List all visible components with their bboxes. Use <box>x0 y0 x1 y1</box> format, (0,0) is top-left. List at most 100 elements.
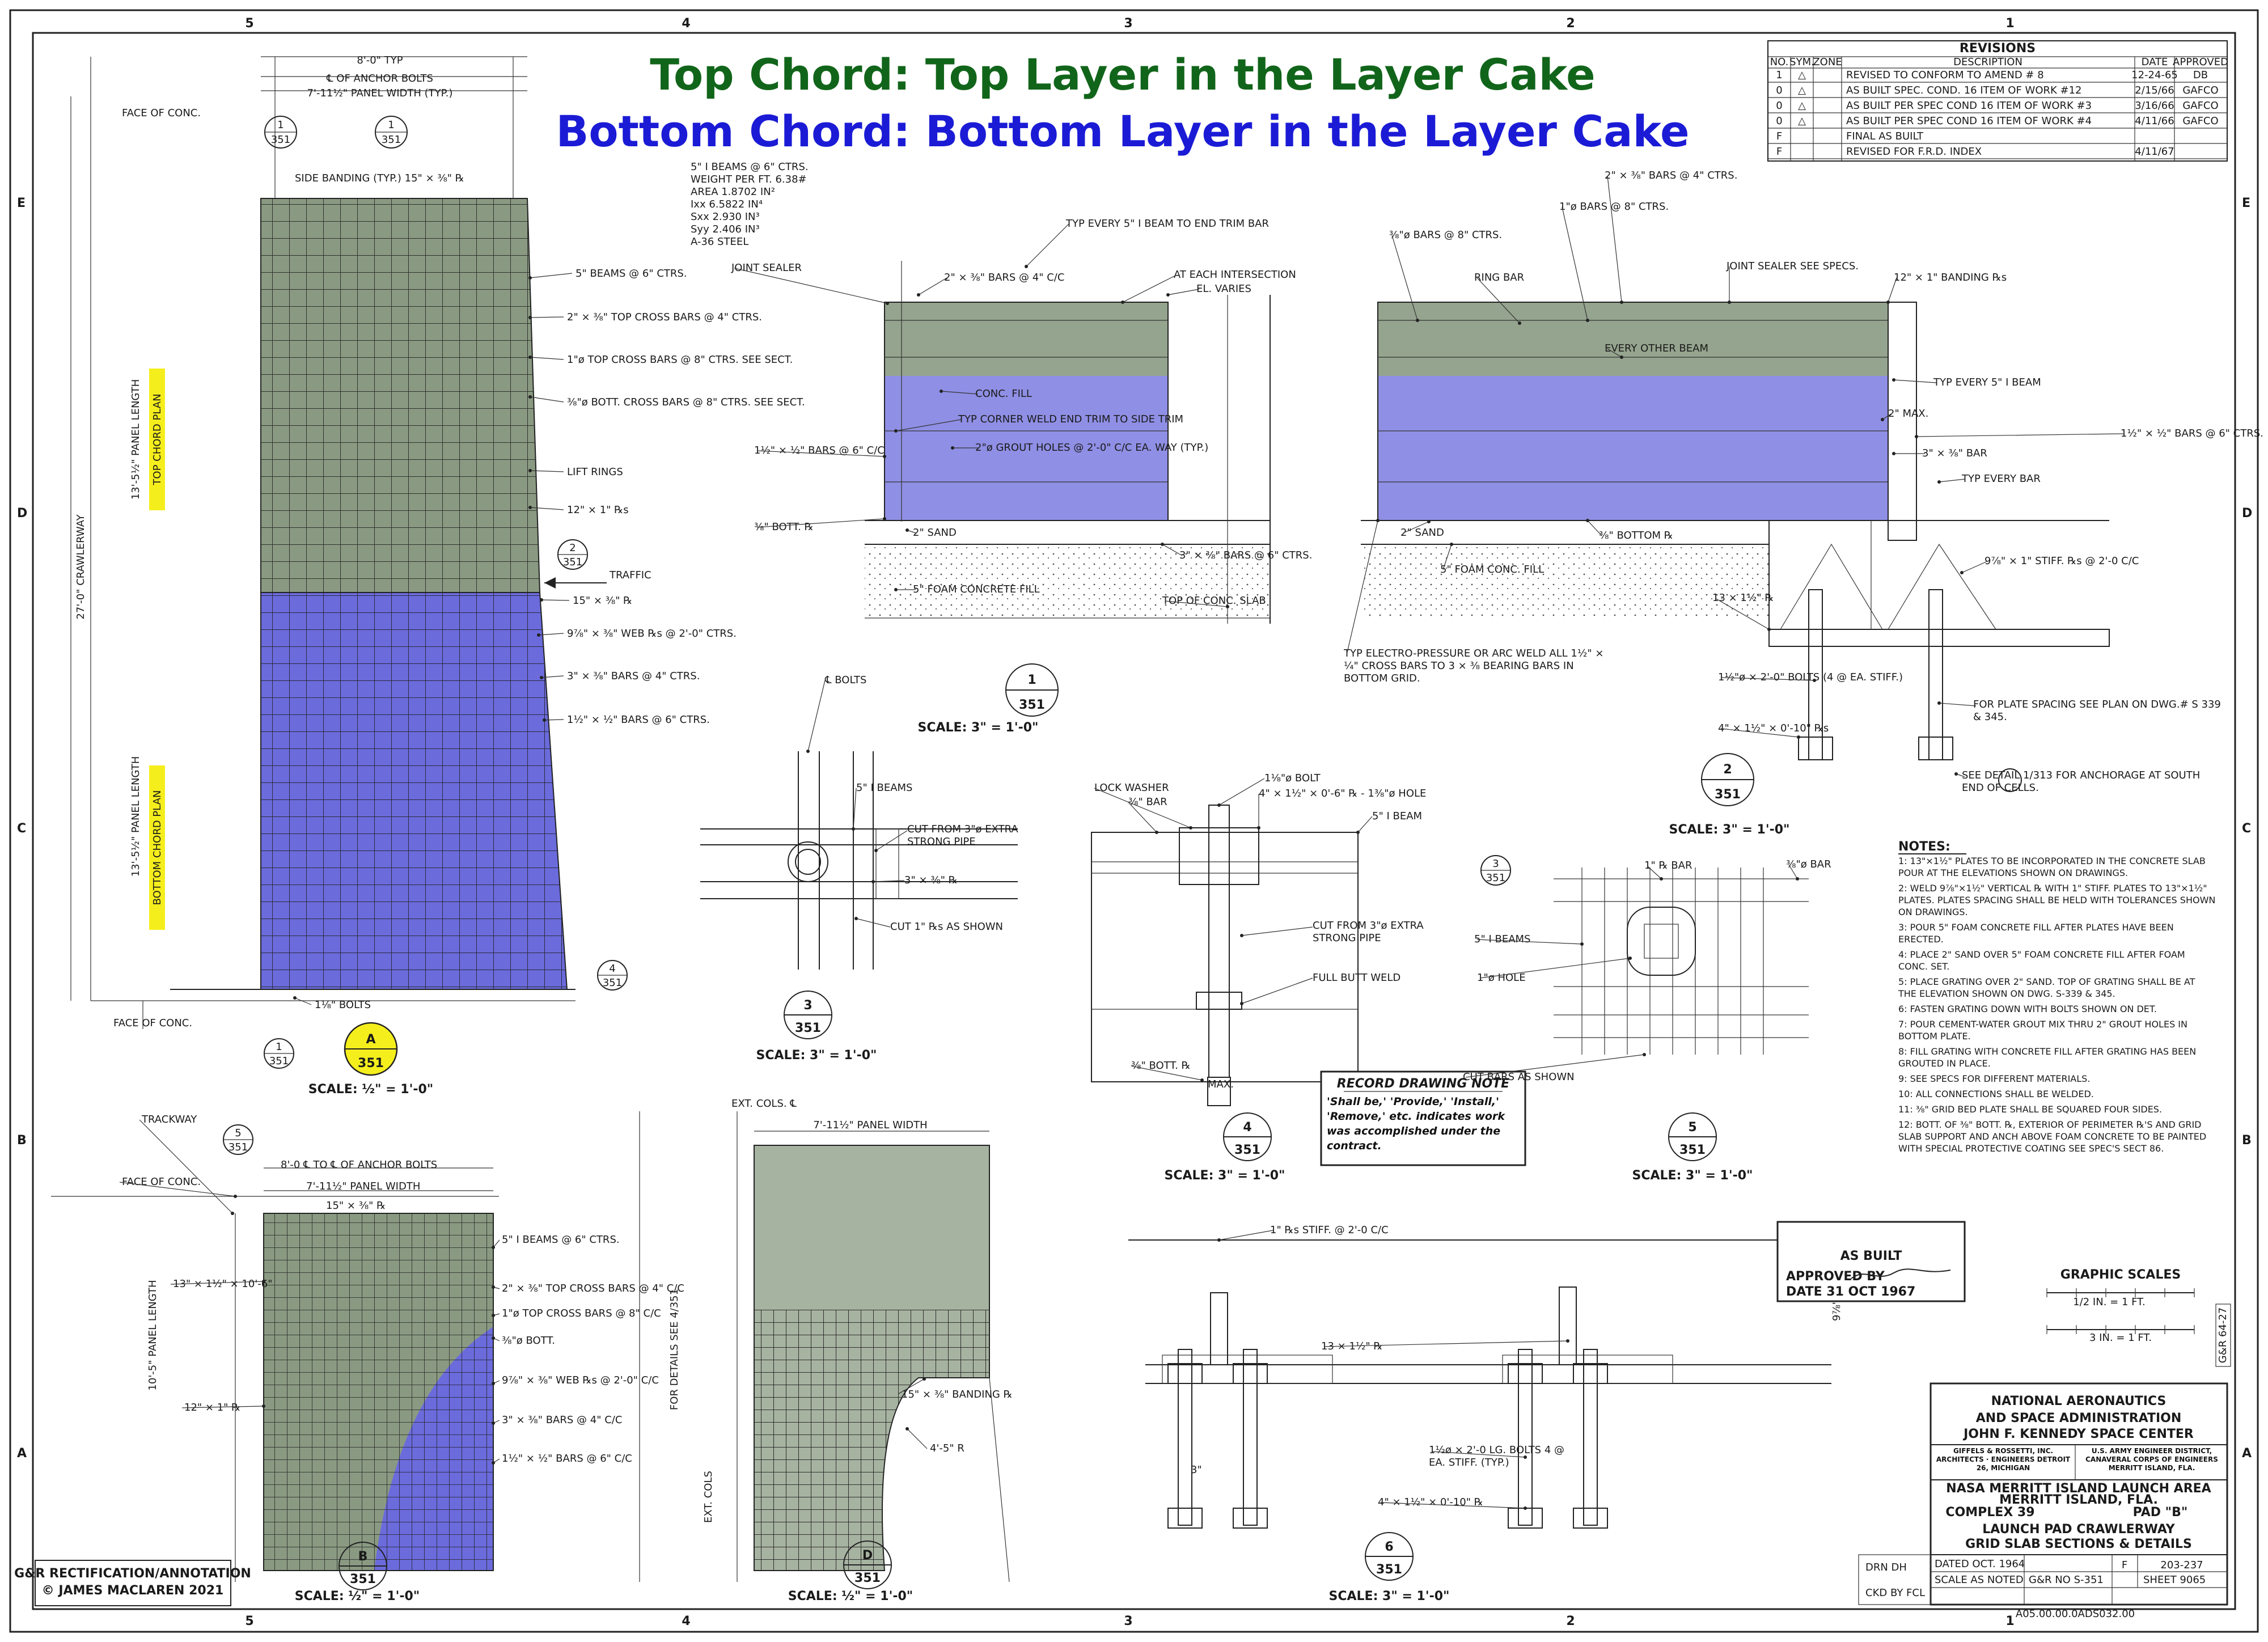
plan-b-callout: 9⅞" × ⅜" WEB ℞s @ 2'-0" C/C <box>502 1374 659 1386</box>
zone-row-a: A <box>17 1446 27 1461</box>
plan-a-tag-2-sheet: 351 <box>563 556 582 568</box>
zone-col-2-bottom: 2 <box>1566 1614 1575 1628</box>
section-2-callout: TYP ELECTRO-PRESSURE OR ARC WELD ALL 1½"… <box>1344 648 1604 684</box>
plan-b-panel-length: 10'-5" PANEL LENGTH <box>147 1280 159 1390</box>
revision-date: 12-24-65 <box>2131 69 2178 81</box>
detail-5-callout: 1" ℞ BAR <box>1644 860 1692 871</box>
plan-d-callout: EXT. COLS. ℄ <box>731 1098 797 1110</box>
plan-b-callout: ⅜"ø BOTT. <box>502 1335 555 1347</box>
section-2-callout: 1½"ø × 2'-0" BOLTS (4 @ EA. STIFF.) <box>1718 671 1903 683</box>
revision-sym: △ <box>1798 100 1806 112</box>
tb-side-code: G&R 64-27 <box>2217 1307 2229 1364</box>
zone-col-2: 2 <box>1566 16 1575 31</box>
crawlerway-dim: 27'-0" CRAWLERWAY <box>75 514 87 619</box>
revision-date: 3/16/66 <box>2135 100 2174 112</box>
plan-b-callout: 3" × ⅜" BARS @ 4" C/C <box>502 1414 622 1426</box>
as-built-text: AS BUILT <box>1840 1249 1902 1263</box>
plan-a-tag-1c-sheet: 351 <box>269 1055 289 1067</box>
top-panel-length: 13'-5½" PANEL LENGTH <box>130 379 142 500</box>
beam-spec-line: AREA 1.8702 IN² <box>691 186 775 198</box>
plan-a-callout: 5" BEAMS @ 6" CTRS. <box>576 268 687 280</box>
plan-a: 8'-0" TYP ℄ OF ANCHOR BOLTS 7'-11½" PANE… <box>70 54 805 1097</box>
zone-row-labels: E D C B A E D C B A <box>17 196 2252 1461</box>
section-1-callout: CONC. FILL <box>975 388 1032 400</box>
zone-row-d: D <box>17 506 27 520</box>
notes-block: NOTES: 1: 13"×1½" PLATES TO BE INCORPORA… <box>1898 840 2216 1154</box>
stamp-date: DATE 31 OCT 1967 <box>1786 1285 1915 1299</box>
plan-a-dim-typ: 8'-0" TYP <box>357 54 403 66</box>
section-1-callout: 3" × ⅜" BARS @ 6" CTRS. <box>1179 549 1312 561</box>
record-drawing-note: RECORD DRAWING NOTE 'Shall be,' 'Provide… <box>1320 1070 1526 1166</box>
section-1-callout: 5" FOAM CONCRETE FILL <box>913 583 1040 595</box>
plan-a-callout: ⅜"ø BOTT. CROSS BARS @ 8" CTRS. SEE SECT… <box>567 396 805 408</box>
tb-dated: DATED OCT. 1964 <box>1935 1558 2025 1570</box>
plan-d-tag-sheet: 351 <box>854 1571 881 1585</box>
detail-4-tag-3: 3 <box>1492 858 1499 870</box>
section-2-top-chord-fill <box>1378 302 1888 376</box>
section-1-callout: ⅜" BOTT. ℞ <box>754 521 814 533</box>
note-item: 2: WELD 9⅞"×1½" VERTICAL ℞ WITH 1" STIFF… <box>1898 883 2216 917</box>
section-1-top-chord-fill <box>885 302 1168 376</box>
detail-4-callout: MAX. <box>1208 1078 1234 1090</box>
section-2-bottom-chord-fill <box>1378 376 1888 520</box>
plan-b-scale: SCALE: ½" = 1'-0" <box>295 1589 420 1603</box>
detail-6-callout: 1" ℞s STIFF. @ 2'-0 C/C <box>1270 1224 1389 1236</box>
plan-a-callout: 1"ø TOP CROSS BARS @ 8" CTRS. SEE SECT. <box>567 354 793 366</box>
tb-project2: MERRITT ISLAND, FLA. <box>1999 1493 2158 1507</box>
detail-4-tag-3-sheet: 351 <box>1486 872 1505 884</box>
plan-a-side-banding: SIDE BANDING (TYP.) 15" × ⅜" ℞ <box>295 172 464 184</box>
tb-checked: CKD BY FCL <box>1865 1587 1925 1599</box>
revision-desc: AS BUILT SPEC. COND. 16 ITEM OF WORK #12 <box>1846 84 2082 96</box>
plan-b-callout: 1"ø TOP CROSS BARS @ 8" C/C <box>502 1307 661 1319</box>
plan-a-tag-sheet: 351 <box>358 1056 384 1070</box>
rev-header-zone: ZONE <box>1813 56 1842 68</box>
zone-column-labels: 5 4 3 2 1 5 4 3 2 1 <box>245 16 2014 1628</box>
revision-no: 1 <box>1776 69 1782 81</box>
plan-d-callout: EXT. COLS <box>703 1471 714 1523</box>
detail-4-tag: 4 <box>1243 1120 1251 1135</box>
beam-spec-line: Ixx 6.5822 IN⁴ <box>691 198 763 210</box>
section-2-tag-sheet: 351 <box>1715 788 1741 802</box>
section-2-callout: 9⅞" × 1" STIFF. ℞s @ 2'-0 C/C <box>1984 555 2139 567</box>
revision-row: 0△AS BUILT SPEC. COND. 16 ITEM OF WORK #… <box>1776 84 2218 96</box>
plan-a-callout: 15" × ⅜" ℞ <box>573 595 632 607</box>
detail-3-callout: 3" × ⅜" ℞ <box>904 874 958 886</box>
stamp-approved: APPROVED BY <box>1786 1269 1885 1284</box>
detail-5-callout: CUT BARS AS SHOWN <box>1463 1071 1575 1083</box>
tb-size: F <box>2122 1559 2127 1571</box>
beam-spec-line: WEIGHT PER FT. 6.38# <box>691 173 807 185</box>
detail-3-tag: 3 <box>803 998 812 1013</box>
detail-3-callout: 5" I BEAMS <box>856 782 912 794</box>
tb-file-no: 203-237 <box>2160 1559 2203 1571</box>
section-2-callout: 2" MAX. <box>1888 408 1928 420</box>
revision-sym: △ <box>1798 115 1806 127</box>
detail-6-callout: 9⅞" <box>1831 1300 1843 1321</box>
plan-b-callout: 12" × 1" ℞ <box>184 1402 240 1414</box>
plan-a-callout: 1½" × ½" BARS @ 6" CTRS. <box>567 714 710 726</box>
detail-6-callout: 3" <box>1191 1464 1202 1476</box>
plan-a-dim-width: 7'-11½" PANEL WIDTH (TYP.) <box>307 87 453 99</box>
revision-date: 2/15/66 <box>2135 84 2174 96</box>
revision-approved: GAFCO <box>2182 84 2218 96</box>
tb-project1: NASA MERRITT ISLAND LAUNCH AREA <box>1946 1482 2211 1496</box>
plan-a-tag-1b-sheet: 351 <box>382 134 401 146</box>
revision-desc: REVISED FOR F.R.D. INDEX <box>1846 146 1982 158</box>
tb-title1: LAUNCH PAD CRAWLERWAY <box>1982 1522 2175 1537</box>
plan-b-callout: 1½" × ½" BARS @ 6" C/C <box>502 1453 632 1465</box>
plan-a-callout: 2" × ⅜" TOP CROSS BARS @ 4" CTRS. <box>567 311 762 323</box>
plan-a-scale: SCALE: ½" = 1'-0" <box>308 1082 433 1097</box>
zone-col-4-bottom: 4 <box>682 1614 690 1628</box>
section-1: 5" I BEAMS @ 6" CTRS.WEIGHT PER FT. 6.38… <box>691 161 1312 735</box>
tb-agency2: AND SPACE ADMINISTRATION <box>1976 1411 2182 1425</box>
revision-no: F <box>1776 130 1782 142</box>
graphic-scales-title: GRAPHIC SCALES <box>2060 1268 2181 1282</box>
detail-3-callout: ℄ BOLTS <box>824 674 866 686</box>
rev-header-description: DESCRIPTION <box>1953 56 2022 68</box>
notes-title: NOTES: <box>1898 840 1950 854</box>
beam-spec-line: 5" I BEAMS @ 6" CTRS. <box>691 161 809 173</box>
zone-row-c: C <box>17 822 26 836</box>
